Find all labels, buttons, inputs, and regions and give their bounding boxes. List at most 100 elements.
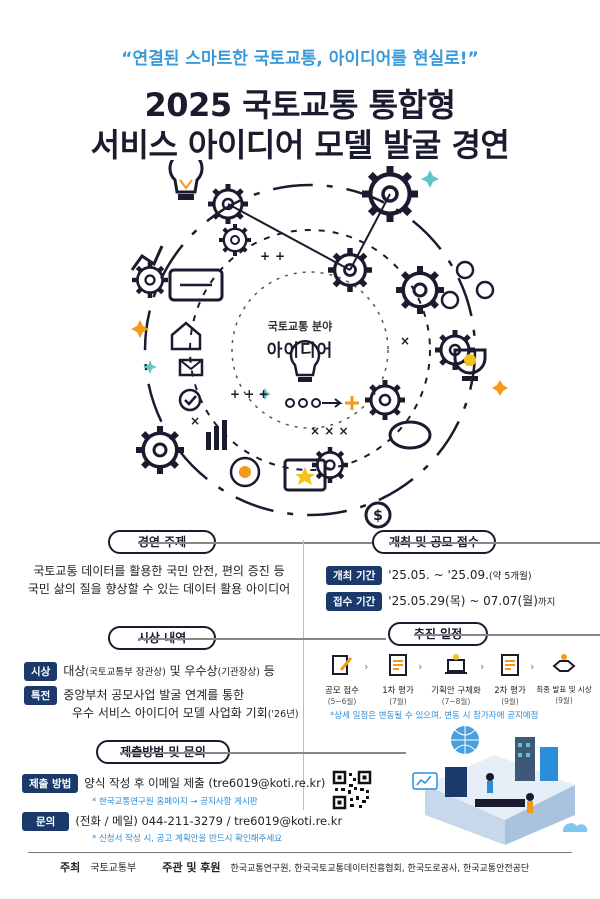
column-divider [303, 540, 304, 810]
step-period: (9월) [501, 697, 519, 706]
award-a: 대상 [63, 664, 86, 678]
center-caption: 국토교통 분야 아이디어 [250, 318, 350, 361]
mail-icon [178, 358, 204, 377]
award-a-paren: (국토교통부 장관상) [85, 667, 166, 678]
step-arrow-icon: › [480, 660, 485, 673]
process-steps: 공모 접수 (5~6월) › 1차 평가 (7월) › 기획안 구체화 (7~8… [314, 652, 592, 708]
benefit-tag: 특전 [24, 686, 58, 705]
pencil-document-icon [332, 655, 353, 675]
step-label: 최종 발표 및 시상 [536, 685, 592, 694]
page-title-line2: 서비스 아이디어 모델 발굴 경연 [90, 126, 510, 164]
theme-line2: 국민 삶의 질을 향상할 수 있는 데이터 활용 아이디어 [27, 582, 291, 596]
hero-illustration: $ + + + + + × × × × × [110, 160, 508, 529]
svg-text:× × ×: × × × [310, 424, 349, 438]
checklist-icon [501, 654, 519, 676]
step-arrow-icon: › [418, 660, 423, 673]
svg-text:+: + [260, 249, 270, 263]
submit-period-row: 접수 기간'25.05.29(목) ~ 07.07(월)까지 [326, 592, 555, 611]
smart-city-illustration [412, 726, 588, 845]
contact-tag: 문의 [22, 812, 70, 831]
gear-icon [365, 380, 405, 420]
theme-line1: 국토교통 데이터를 활용한 국민 안전, 편의 증진 등 [33, 564, 285, 578]
gear-icon [219, 224, 251, 256]
check-icon [178, 388, 202, 412]
gear-icon [136, 426, 184, 474]
svg-text:+ + +: + + + [230, 387, 269, 401]
bar-chart-icon [206, 420, 227, 450]
award-row: 시상 대상(국토교통부 장관상) 및 우수상(기관장상) 등 [24, 662, 275, 681]
benefit-line1: 중앙부처 공모사업 발굴 연계를 통한 [63, 688, 245, 702]
people-icon [440, 260, 495, 310]
benefit-row-2: 우수 서비스 아이디어 모델 사업화 기회('26년) [72, 704, 299, 721]
handshake-icon [168, 268, 224, 302]
step-label: 2차 평가 [494, 686, 526, 696]
organizer-label: 주관 및 후원 [162, 861, 221, 874]
host-value: 국토교통부 [90, 863, 137, 874]
step-label: 공모 접수 [325, 686, 359, 696]
award-mid: 및 우수상 [165, 664, 218, 678]
process-step: 1차 평가 (7월) [370, 652, 426, 707]
gear-icon [132, 262, 168, 298]
process-step: 최종 발표 및 시상 (9월) [536, 652, 592, 706]
award-end: 등 [259, 664, 275, 678]
benefit-paren: ('26년) [267, 709, 299, 720]
held-period-paren: (약 5개월) [488, 571, 532, 582]
svg-text:×: × [190, 414, 200, 428]
award-tag: 시상 [24, 662, 58, 681]
process-step: 2차 평가 (9월) [482, 652, 538, 707]
step-label: 1차 평가 [382, 686, 414, 696]
step-period: (5~6월) [327, 697, 357, 706]
submission-method-note: * 한국교통연구원 홈페이지 → 공지사항 게시판 [92, 797, 258, 807]
piggy-bank-icon [388, 420, 432, 450]
organizer-value: 한국교통연구원, 한국국토교통데이터진흥협회, 한국도로공사, 한국교통안전공단 [230, 864, 530, 874]
svg-text:$: $ [373, 508, 383, 524]
held-period-row: 개최 기간 '25.05. ~ '25.09.(약 5개월) [326, 566, 532, 585]
house-icon [170, 321, 202, 351]
center-lightbulb-icon [289, 339, 321, 382]
step-period: (7~8월) [441, 697, 471, 706]
step-period: (7월) [389, 697, 407, 706]
submit-period-suffix: 까지 [537, 597, 556, 608]
laptop-idea-icon [445, 654, 467, 674]
award-b-paren: (기관장상) [217, 667, 260, 678]
section-heading-process: 추진 일정 [388, 622, 600, 646]
footer-divider [28, 852, 572, 853]
qr-code[interactable] [332, 770, 372, 810]
slogan: “연결된 스마트한 국토교통, 아이디어를 현실로!” [121, 49, 479, 69]
svg-text:×: × [400, 334, 410, 348]
submit-period-tag: 접수 기간 [326, 592, 383, 611]
process-note: *상세 일정은 변동될 수 있으며, 변동 시 참가자에 공지예정 [330, 711, 539, 721]
theme-description: 국토교통 데이터를 활용한 국민 안전, 편의 증진 등 국민 삶의 질을 향상… [14, 562, 304, 598]
benefit-row: 특전 중앙부처 공모사업 발굴 연계를 통한 [24, 686, 244, 705]
contact-row: 문의(전화 / 메일) 044-211-3279 / tre6019@koti.… [22, 812, 342, 831]
lightbulb-icon [168, 160, 204, 200]
section-heading-theme: 경연 주제 [108, 530, 387, 554]
trophy-icon [453, 348, 487, 381]
contact-note: * 신청서 작성 시, 공고 계획안을 반드시 확인해주세요 [92, 834, 283, 844]
step-arrow-icon: › [530, 660, 535, 673]
step-arrow-icon: › [364, 660, 369, 673]
step-period: (9월) [555, 696, 573, 705]
handshake-award-icon [552, 654, 576, 672]
process-step: 공모 접수 (5~6월) [314, 652, 370, 707]
step-label: 기획안 구체화 [431, 686, 481, 696]
checklist-icon [389, 654, 407, 676]
submission-method-row: 제출 방법 양식 작성 후 이메일 제출 (tre6019@koti.re.kr) [22, 774, 325, 793]
gear-icon [312, 447, 348, 483]
dollar-icon: $ [364, 501, 392, 529]
process-step: 기획안 구체화 (7~8월) [426, 652, 486, 707]
gear-icon [396, 266, 444, 314]
target-icon [229, 456, 261, 488]
center-caption-small: 국토교통 분야 [267, 320, 333, 333]
center-caption-big: 아이디어 [266, 341, 334, 361]
submission-method-tag: 제출 방법 [22, 774, 79, 793]
benefit-line2: 우수 서비스 아이디어 모델 사업화 기회 [72, 706, 268, 720]
section-heading-submission: 제출방법 및 문의 [96, 740, 406, 764]
monitor-star-icon [283, 458, 327, 492]
held-period-value: '25.05. ~ '25.09. [388, 568, 489, 582]
submission-method-value: 양식 작성 후 이메일 제출 (tre6019@koti.re.kr) [84, 776, 326, 790]
page-title-line1: 2025 국토교통 통합형 [144, 86, 456, 124]
held-period-tag: 개최 기간 [326, 566, 383, 585]
svg-text:+: + [275, 249, 285, 263]
